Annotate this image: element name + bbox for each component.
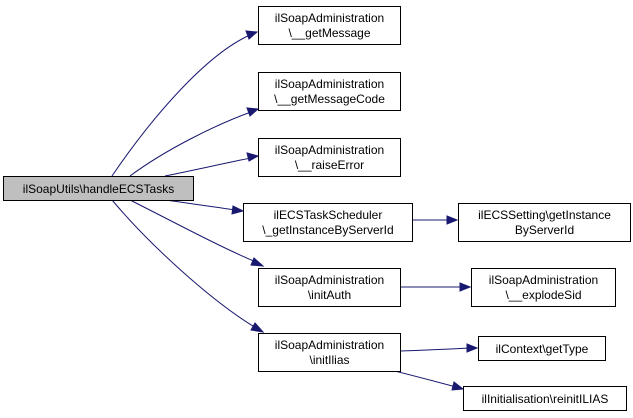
node-get-message-code[interactable]: ilSoapAdministration \__getMessageCode <box>258 72 401 111</box>
node-ecs-setting-label-1: ByServerId <box>515 223 574 237</box>
edge-init-ilias-to-context-get-type <box>399 343 479 353</box>
edge-root-to-init-auth <box>129 199 265 267</box>
node-init-auth[interactable]: ilSoapAdministration \initAuth <box>258 268 401 307</box>
edge-ecs-scheduler-to-ecs-setting <box>412 215 459 225</box>
edge-root-to-get-message-code <box>129 107 260 177</box>
node-raise-error[interactable]: ilSoapAdministration \__raiseError <box>258 138 401 177</box>
node-ecs-setting-label-0: ilECSSetting\getInstance <box>478 208 611 222</box>
node-init-auth-label-0: ilSoapAdministration <box>275 273 384 287</box>
node-ecs-scheduler-label-0: ilECSTaskScheduler <box>274 208 383 222</box>
node-get-message-label-0: ilSoapAdministration <box>275 11 384 25</box>
node-raise-error-label-0: ilSoapAdministration <box>275 143 384 157</box>
node-raise-error-label-1: \__raiseError <box>295 158 364 172</box>
node-init-ilias[interactable]: ilSoapAdministration \initIlias <box>258 333 401 372</box>
node-get-message[interactable]: ilSoapAdministration \__getMessage <box>258 6 401 45</box>
edge-init-auth-to-explode-sid <box>400 282 472 292</box>
node-init-ilias-label-0: ilSoapAdministration <box>275 338 384 352</box>
edge-root-to-get-message <box>111 30 259 177</box>
node-explode-sid-label-0: ilSoapAdministration <box>489 273 598 287</box>
node-reinit-ilias-label-0: ilInitialisation\reinitILIAS <box>482 392 609 406</box>
edge-root-to-raise-error <box>164 152 260 177</box>
node-context-get-type[interactable]: ilContext\getType <box>478 336 606 361</box>
node-root-label-0: ilSoapUtils\handleECSTasks <box>23 182 174 196</box>
node-explode-sid[interactable]: ilSoapAdministration \__explodeSid <box>471 268 616 307</box>
node-get-message-code-label-0: ilSoapAdministration <box>275 77 384 91</box>
node-init-auth-label-1: \initAuth <box>308 288 351 302</box>
node-ecs-setting[interactable]: ilECSSetting\getInstance ByServerId <box>458 203 631 242</box>
node-context-get-type-label-0: ilContext\getType <box>496 342 589 356</box>
node-explode-sid-label-1: \__explodeSid <box>505 288 581 302</box>
edge-root-to-init-ilias <box>111 199 265 333</box>
node-init-ilias-label-1: \initIlias <box>309 353 349 367</box>
node-get-message-code-label-1: \__getMessageCode <box>274 92 385 106</box>
node-root[interactable]: ilSoapUtils\handleECSTasks <box>3 176 194 201</box>
node-ecs-scheduler[interactable]: ilECSTaskScheduler \_getInstanceByServer… <box>243 203 413 242</box>
node-ecs-scheduler-label-1: \_getInstanceByServerId <box>262 223 393 237</box>
node-get-message-label-1: \__getMessage <box>288 26 370 40</box>
node-reinit-ilias[interactable]: ilInitialisation\reinitILIAS <box>463 386 627 411</box>
edge-root-to-ecs-scheduler <box>164 199 245 215</box>
